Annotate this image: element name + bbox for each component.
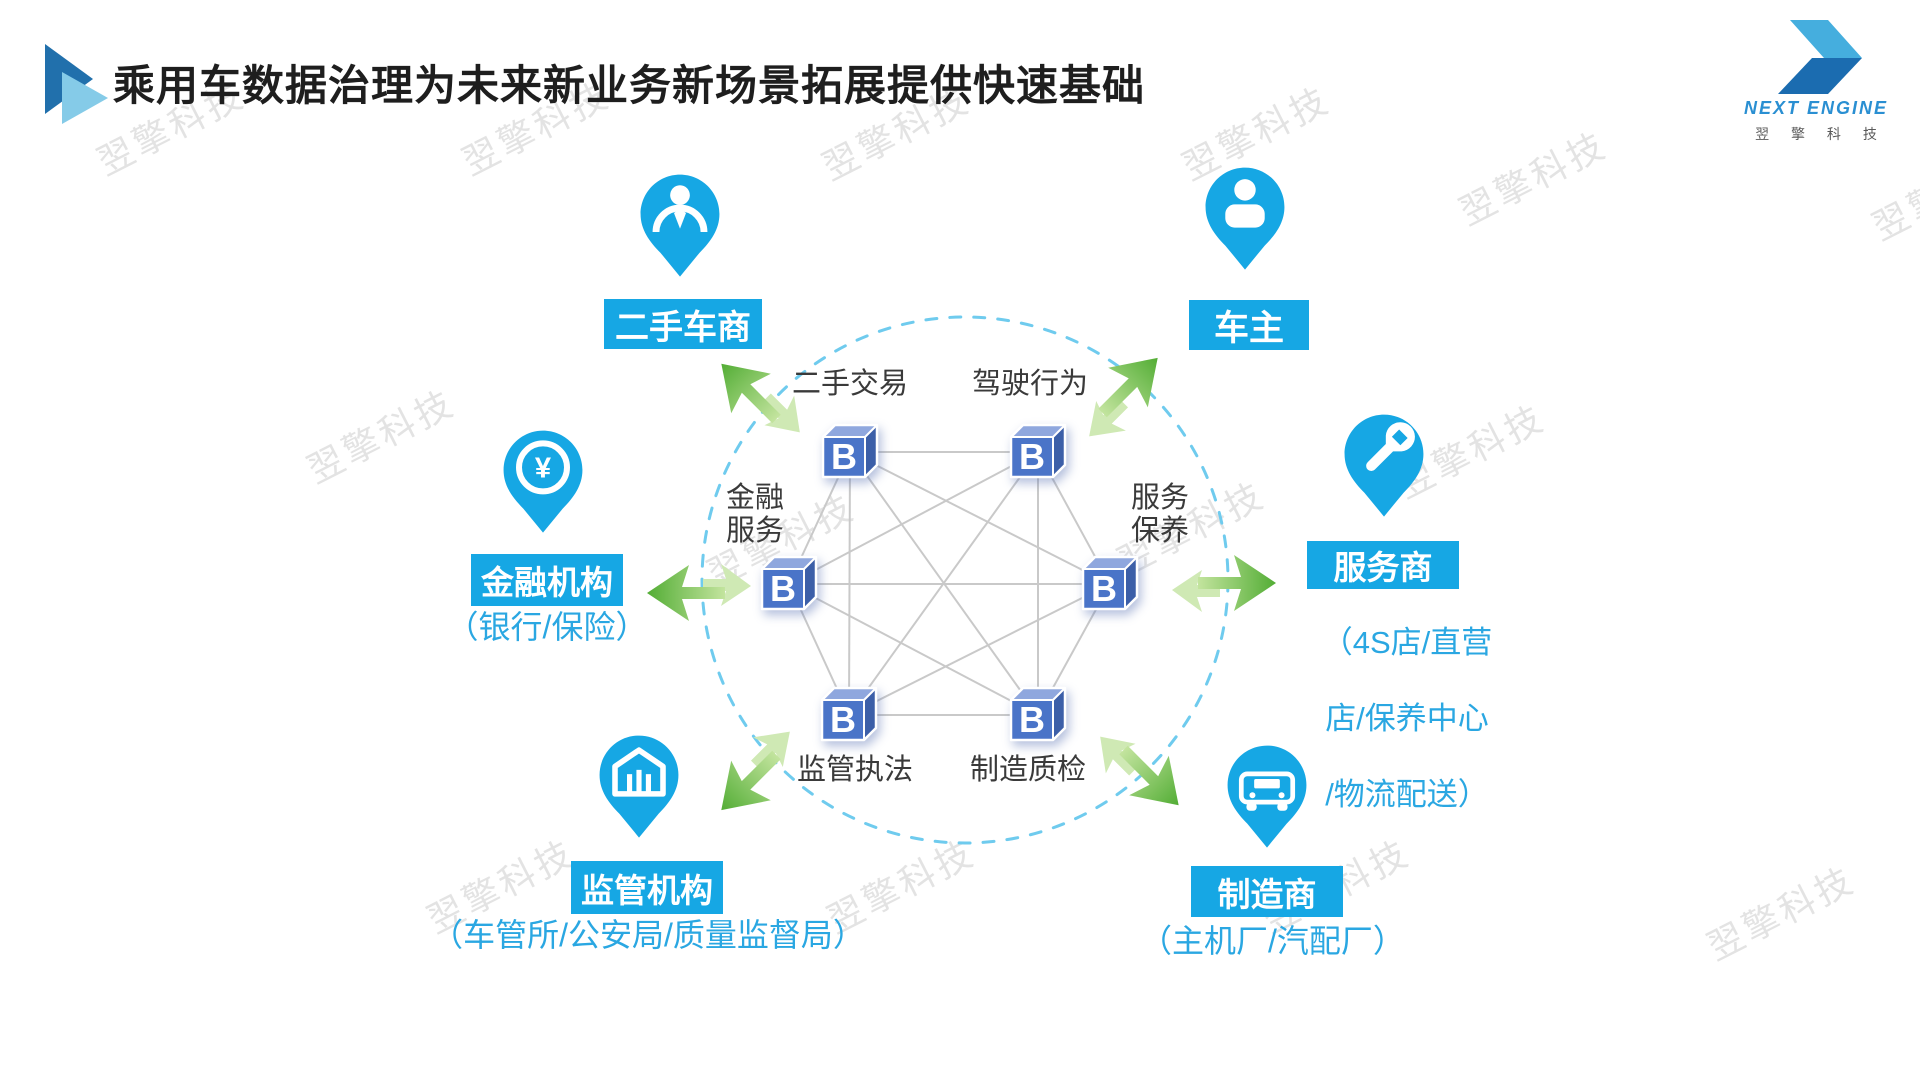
mesh-edge bbox=[788, 583, 1039, 716]
person-pin-icon bbox=[1205, 167, 1285, 270]
cube-icon: B bbox=[1009, 423, 1067, 479]
node-label: 二手交易 bbox=[791, 368, 908, 400]
node-label: 服务 保养 bbox=[1130, 482, 1189, 547]
entity-subtitle: （银行/保险） bbox=[446, 609, 648, 645]
page-title: 乘用车数据治理为未来新业务新场景拓展提供快速基础 bbox=[113, 62, 1146, 109]
cube-icon: B bbox=[821, 423, 879, 479]
entity-label: 车主 bbox=[1189, 300, 1309, 350]
svg-text:B: B bbox=[1091, 568, 1117, 609]
car-pin-icon bbox=[1227, 745, 1307, 848]
entity-label: 服务商 bbox=[1307, 541, 1459, 589]
title-bullet-icon bbox=[45, 44, 108, 124]
data-flow-arrow-icon bbox=[1055, 332, 1189, 466]
building-pin-icon bbox=[599, 735, 679, 838]
entity-subtitle: （4S店/直营 店/保养中心 /物流配送） bbox=[1282, 586, 1532, 814]
node-label: 金融 服务 bbox=[725, 482, 784, 547]
mesh-edges bbox=[788, 451, 1111, 716]
logo-brand-cn-text: 翌 擎 科 技 bbox=[1755, 126, 1886, 142]
company-logo: NEXT ENGINE 翌 擎 科 技 bbox=[1718, 16, 1914, 144]
subtitle-line: 店/保养中心 bbox=[1325, 701, 1489, 736]
entity-subtitle: （主机厂/汽配厂） bbox=[1140, 923, 1405, 959]
cube-icon: B bbox=[1009, 686, 1067, 742]
cube-icon: B bbox=[820, 686, 878, 742]
blockchain-node: B bbox=[818, 684, 880, 751]
entity-label: 监管机构 bbox=[571, 861, 723, 914]
blockchain-node: B bbox=[1007, 684, 1069, 751]
data-flow-arrow-icon bbox=[695, 333, 829, 467]
svg-text:B: B bbox=[830, 699, 856, 740]
node-label: 驾驶行为 bbox=[971, 368, 1088, 400]
data-flow-arrow-icon bbox=[645, 551, 757, 628]
node-label: 制造质检 bbox=[969, 754, 1086, 786]
cube-icon: B bbox=[760, 555, 818, 611]
data-flow-arrow-icon bbox=[690, 703, 824, 837]
blockchain-node: B bbox=[758, 553, 820, 620]
svg-text:B: B bbox=[770, 568, 796, 609]
svg-text:B: B bbox=[831, 436, 857, 477]
logo-brand-text: NEXT ENGINE bbox=[1743, 98, 1889, 118]
mesh-edge bbox=[788, 451, 1039, 585]
entity-label: 二手车商 bbox=[604, 299, 762, 349]
svg-text:B: B bbox=[1019, 436, 1045, 477]
data-flow-arrow-icon bbox=[1166, 548, 1278, 625]
blockchain-node: B bbox=[1079, 553, 1141, 620]
mesh-edge bbox=[848, 583, 1111, 716]
subtitle-line: /物流配送） bbox=[1325, 777, 1489, 812]
blockchain-node: B bbox=[819, 421, 881, 488]
subtitle-line: （4S店/直营 bbox=[1321, 625, 1493, 660]
blockchain-node: B bbox=[1007, 421, 1069, 488]
mesh-edge bbox=[849, 451, 1111, 585]
data-flow-arrow-icon bbox=[1071, 703, 1205, 837]
wrench-pin-icon bbox=[1344, 414, 1424, 517]
node-label: 监管执法 bbox=[796, 754, 913, 786]
businessman-pin-icon bbox=[640, 174, 720, 277]
svg-text:¥: ¥ bbox=[535, 453, 552, 485]
entity-label: 制造商 bbox=[1191, 866, 1343, 917]
logo-chevron-icon bbox=[1778, 20, 1862, 94]
yuan-pin-icon: ¥ bbox=[503, 430, 583, 533]
entity-label: 金融机构 bbox=[471, 554, 623, 606]
svg-text:B: B bbox=[1019, 699, 1045, 740]
cube-icon: B bbox=[1081, 555, 1139, 611]
entity-subtitle: （车管所/公安局/质量监督局） bbox=[431, 917, 865, 953]
